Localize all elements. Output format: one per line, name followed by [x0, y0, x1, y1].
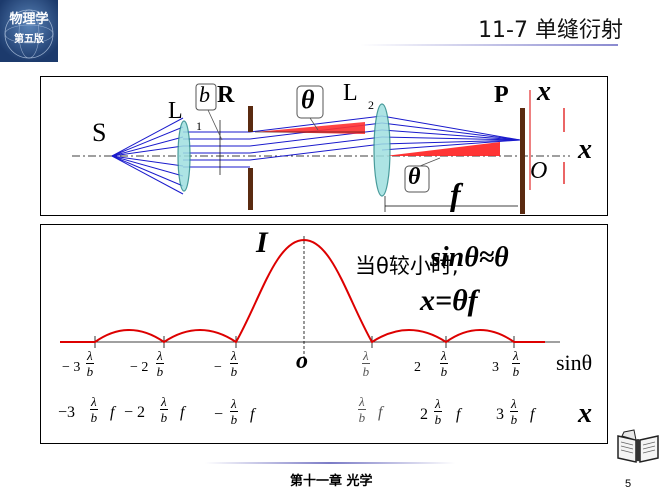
lens-2: [373, 103, 391, 197]
badge-title: 物理学: [9, 12, 49, 27]
row1-coef-0: − 3: [62, 360, 81, 375]
x-axis-mid-label: x: [578, 134, 592, 165]
lens-1-sub: 1: [196, 119, 202, 133]
lens-1: [177, 120, 191, 192]
slit-lower: [248, 168, 253, 210]
focal-length-label: f: [450, 176, 461, 212]
slit-width-label: b: [199, 82, 210, 107]
lens-2-sub: 2: [368, 98, 374, 112]
row2-coef-5: 3: [496, 406, 504, 423]
angle-wedge-slit: [255, 122, 365, 134]
small-angle-condition: 当θ较小时,: [355, 254, 459, 278]
x-axis-top-label: x: [537, 76, 551, 107]
x-position-axis-label: x: [578, 398, 592, 429]
optics-diagram-panel: [40, 76, 608, 216]
angle-wedge-screen: [385, 142, 500, 156]
parallel-beam: [183, 131, 250, 168]
row2-f-2: f: [250, 406, 255, 423]
slide-title: 11-7 单缝衍射: [478, 18, 623, 43]
source-label: S: [92, 118, 107, 147]
row1-coef-4: 2: [414, 360, 421, 375]
badge-edition: 第五版: [14, 34, 44, 45]
row2-coef-1: − 2: [124, 404, 146, 421]
row2-coef-2: −: [214, 406, 224, 423]
row1-coef-1: − 2: [130, 360, 149, 375]
book-icon[interactable]: [614, 428, 662, 466]
slit-upper: [248, 106, 253, 132]
graph-origin-label: o: [296, 348, 308, 374]
slit-angle-label: θ: [301, 85, 315, 114]
screen-angle-label: θ: [408, 164, 421, 190]
origin-label: O: [530, 158, 548, 184]
title-underline: [360, 44, 618, 46]
incident-beam: [111, 117, 184, 195]
row1-coef-2: −: [214, 360, 222, 375]
intensity-graph-panel: [40, 224, 608, 444]
row2-f-3: f: [378, 404, 383, 421]
page-number: 5: [625, 478, 632, 490]
row2-f-1: f: [180, 404, 185, 421]
screen-p: [520, 108, 525, 214]
row2-f-5: f: [530, 406, 535, 423]
slit-label: R: [217, 82, 235, 108]
row2-f-0: f: [110, 404, 115, 421]
screen-label: P: [494, 82, 509, 108]
row2-coef-0: −3: [58, 404, 76, 421]
position-formula: x=θf: [420, 284, 478, 317]
sin-theta-axis-label: sinθ: [556, 350, 593, 375]
row2-coef-4: 2: [420, 406, 428, 423]
small-angle-formula: sinθ≈θ: [430, 242, 509, 273]
row1-coef-5: 3: [492, 360, 499, 375]
textbook-badge: [0, 0, 58, 62]
lens-2-label: L: [343, 80, 358, 106]
lens-1-label: L: [168, 98, 183, 124]
row2-f-4: f: [456, 406, 461, 423]
footer-rule: [205, 462, 455, 464]
intensity-curve: [60, 238, 545, 344]
diffracted-beam: [249, 115, 521, 161]
chapter-label: 第十一章 光学: [290, 474, 373, 489]
intensity-label: I: [256, 226, 268, 259]
